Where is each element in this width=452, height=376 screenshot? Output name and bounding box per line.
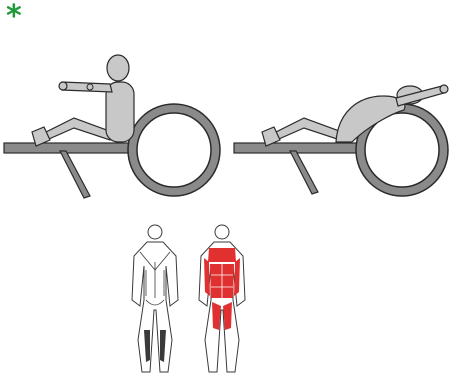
hand: [59, 82, 67, 90]
end-position-figure: [234, 85, 448, 196]
body-front-icon: [199, 225, 245, 372]
start-position-figure: [4, 55, 220, 198]
chest-muscle: [208, 248, 236, 262]
muscle-map: [132, 225, 245, 372]
roller-icon: [128, 104, 220, 196]
elbow: [87, 84, 93, 90]
bench-leg: [60, 151, 90, 198]
head: [107, 55, 129, 81]
bench-leg: [290, 151, 318, 194]
body-back-icon: [132, 225, 178, 372]
hand: [440, 85, 448, 93]
